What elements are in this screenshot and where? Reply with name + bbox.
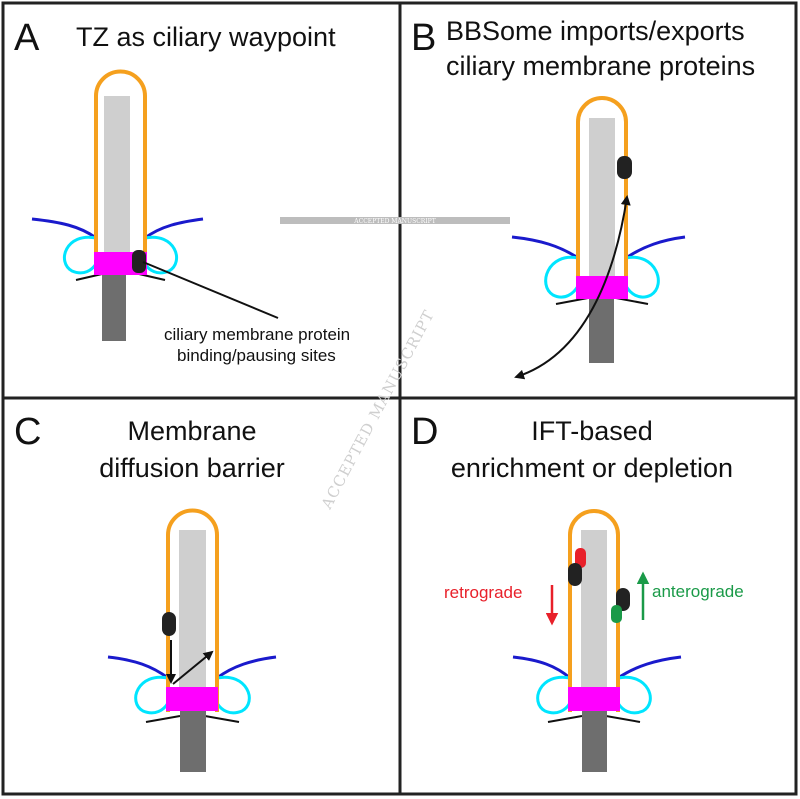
- basal-body: [180, 710, 206, 772]
- transition-fiber-right: [215, 675, 251, 715]
- transition-zone: [568, 687, 620, 711]
- cilium-diagram-d: [512, 509, 682, 772]
- ciliary-membrane: [166, 508, 219, 712]
- panel-d-letter: D: [411, 411, 438, 453]
- panel-a-title: TZ as ciliary waypoint: [76, 22, 336, 52]
- transition-fiber-left: [134, 675, 170, 715]
- panel-b-title-line2: ciliary membrane proteins: [446, 51, 755, 81]
- plasma-membrane: [216, 655, 277, 680]
- retrograde-label: retrograde: [444, 583, 522, 602]
- anterograde-ift-train: [611, 605, 622, 623]
- transition-fiber-left: [544, 255, 580, 299]
- basal-body-strut: [547, 715, 583, 723]
- basal-body: [102, 274, 126, 341]
- watermark-bar: [280, 217, 510, 224]
- panel-b-letter: B: [411, 17, 436, 59]
- import-export-arrow: [514, 195, 631, 380]
- membrane-protein: [162, 612, 176, 636]
- basal-body: [582, 710, 607, 772]
- plasma-membrane: [625, 235, 686, 260]
- pointer-line: [142, 261, 279, 319]
- panel-c: C Membrane diffusion barrier: [14, 411, 285, 772]
- axoneme: [589, 118, 615, 276]
- plasma-membrane: [107, 655, 169, 680]
- ciliary-membrane: [94, 69, 147, 272]
- panel-a-label-line2: binding/pausing sites: [177, 346, 336, 365]
- reflected-diffusion-arrow: [172, 650, 214, 685]
- transition-fiber-right: [616, 675, 652, 715]
- watermark-bar-text: ACCEPTED MANUSCRIPT: [353, 218, 435, 225]
- panel-a-letter: A: [14, 17, 40, 59]
- transition-fiber-right: [624, 255, 660, 299]
- plasma-membrane: [31, 217, 97, 240]
- basal-body-strut: [204, 715, 240, 723]
- cilium-diagram-c: [107, 508, 277, 772]
- cilium-diagram-a: [31, 69, 279, 341]
- plasma-membrane: [511, 235, 579, 260]
- plasma-membrane: [617, 655, 682, 680]
- panel-a: A TZ as ciliary waypoint ciliary membran…: [14, 17, 350, 365]
- basal-body-strut: [145, 715, 181, 723]
- axoneme: [179, 530, 206, 688]
- panel-c-title-line1: Membrane: [127, 416, 256, 446]
- panel-c-title-line2: diffusion barrier: [99, 453, 285, 483]
- ciliary-membrane: [568, 509, 620, 712]
- panel-d: D IFT-based enrichment or depletion retr…: [411, 411, 744, 772]
- membrane-protein: [616, 588, 630, 611]
- membrane-protein: [568, 563, 582, 586]
- transition-fiber-left: [536, 675, 572, 715]
- retrograde-ift-train: [575, 548, 586, 568]
- plasma-membrane: [512, 655, 571, 680]
- panel-c-letter: C: [14, 411, 41, 453]
- cilium-diagram-b: [511, 96, 686, 380]
- ciliary-membrane: [576, 96, 628, 296]
- transition-fiber-right: [143, 235, 179, 275]
- basal-body-strut: [605, 715, 641, 723]
- panel-b: B BBSome imports/exports ciliary membran…: [411, 16, 755, 380]
- panel-a-label-line1: ciliary membrane protein: [164, 325, 350, 344]
- transition-zone: [166, 687, 218, 711]
- panel-d-title-line1: IFT-based: [531, 416, 653, 446]
- transition-fiber-left: [62, 235, 98, 275]
- panel-d-border: [398, 396, 798, 796]
- axoneme: [104, 96, 130, 252]
- plasma-membrane: [144, 217, 204, 240]
- panel-b-title-line1: BBSome imports/exports: [446, 16, 745, 46]
- membrane-protein: [132, 250, 146, 273]
- anterograde-label: anterograde: [652, 582, 744, 601]
- membrane-protein: [617, 156, 632, 179]
- panel-d-title-line2: enrichment or depletion: [451, 453, 733, 483]
